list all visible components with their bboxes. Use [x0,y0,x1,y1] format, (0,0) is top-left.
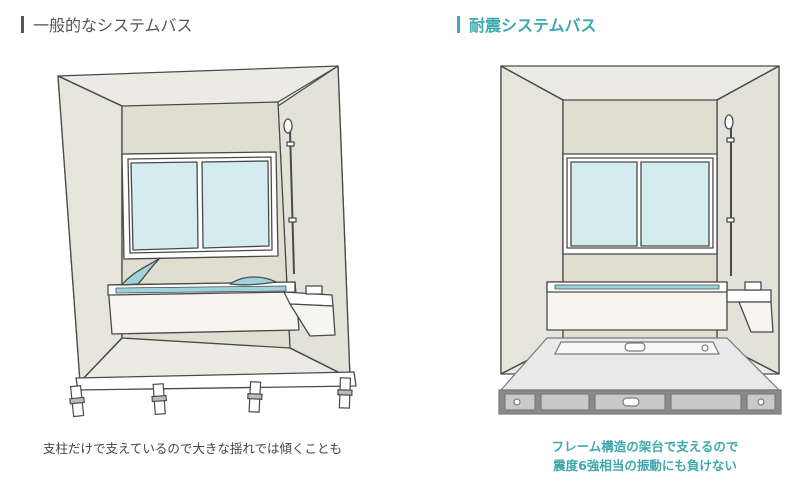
right-title: 耐震システムバス [469,16,597,35]
right-heading: 耐震システムバス [457,12,597,36]
right-caption-line-2: 震度6強相当の振動にも負けない [553,458,737,473]
left-caption: 支柱だけで支えているので大きな揺れでは傾くことも [43,441,343,456]
heading-bar-left [21,15,24,33]
left-title: 一般的なシステムバス [33,16,193,35]
seismic-bath-illustration [498,65,782,415]
support-post [69,384,85,418]
support-post [151,383,167,416]
heading-bar-right [457,15,460,33]
support-post [337,377,353,409]
support-post [247,381,263,413]
frame-platform [498,337,782,415]
right-caption: フレーム構造の架台で支えるので 震度6強相当の振動にも負けない [530,437,760,475]
support-posts [69,377,353,418]
right-caption-line-1: フレーム構造の架台で支えるので [551,439,739,454]
ordinary-bath-illustration [57,65,357,418]
left-heading: 一般的なシステムバス [21,12,193,36]
